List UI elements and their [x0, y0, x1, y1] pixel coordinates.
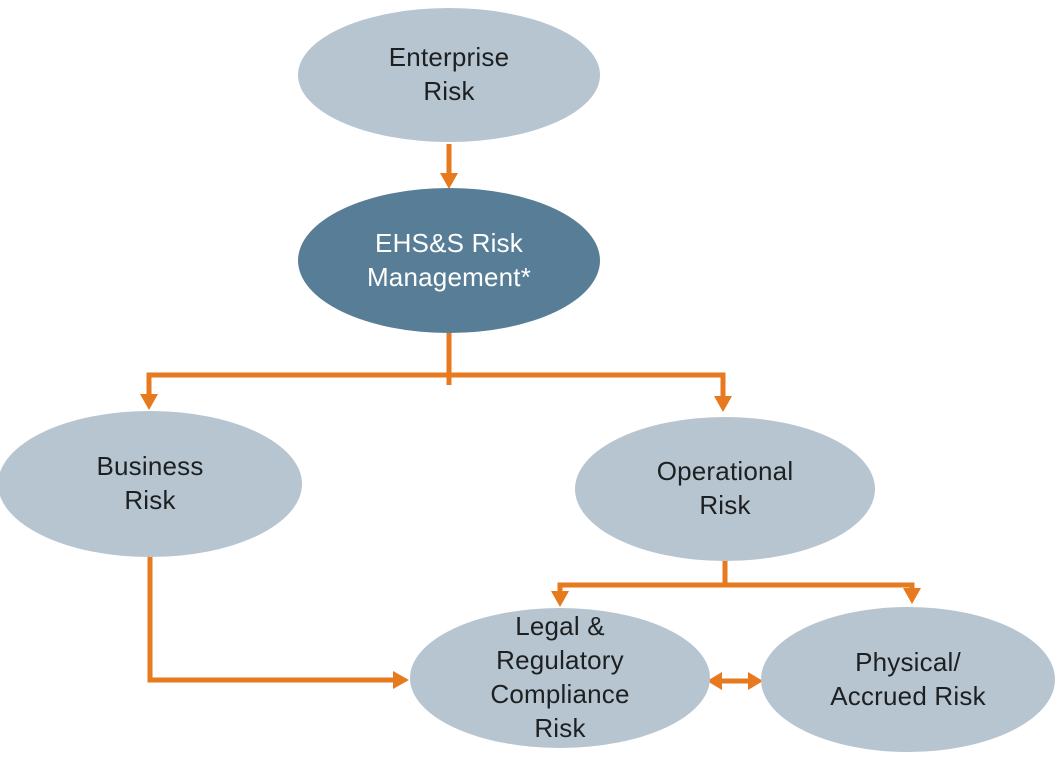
node-physical-accrued-risk-label: Physical/ Accrued Risk — [830, 646, 986, 711]
edge-ehss-to-business-and-operational — [140, 333, 732, 412]
node-business-risk: Business Risk — [0, 411, 302, 557]
node-physical-accrued-risk: Physical/ Accrued Risk — [761, 607, 1055, 752]
node-enterprise-risk: Enterprise Risk — [298, 8, 600, 142]
node-ehss-risk-management-label: EHS&S Risk Management* — [366, 227, 532, 292]
edge-enterprise-to-ehss — [440, 144, 458, 189]
node-operational-risk-label: Operational Risk — [656, 456, 794, 520]
node-ehss-risk-management: EHS&S Risk Management* — [298, 188, 600, 333]
node-legal-regulatory-compliance-risk-label: Legal & Regulatory Compliance Risk — [490, 611, 630, 743]
edge-business-to-legal — [147, 556, 409, 689]
node-operational-risk: Operational Risk — [575, 417, 875, 561]
node-legal-regulatory-compliance-risk: Legal & Regulatory Compliance Risk — [410, 608, 710, 748]
edge-operational-to-legal-and-physical — [551, 560, 921, 607]
node-business-risk-label: Business Risk — [96, 451, 204, 515]
edge-legal-physical-double-arrow — [707, 672, 763, 690]
node-enterprise-risk-label: Enterprise Risk — [388, 42, 510, 106]
